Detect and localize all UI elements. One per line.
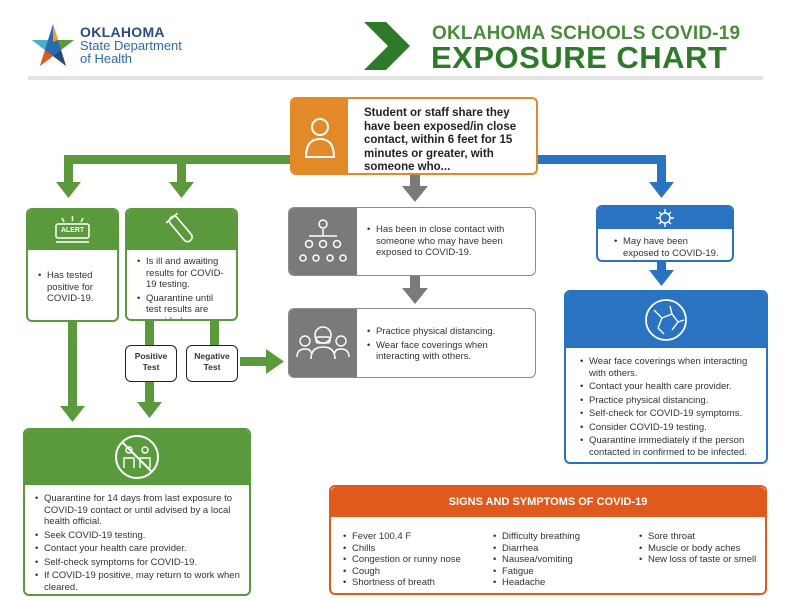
symptom-item: Chills [343, 543, 478, 555]
negative-test-label: Negative Test [186, 345, 238, 382]
quarantine-item-1: Seek COVID-19 testing. [35, 530, 243, 542]
top-exposure-box: Student or staff share they have been ex… [290, 97, 538, 175]
positive-test-box: ALERT Has tested positive for COVID-19. [26, 208, 119, 322]
distance-list: Practice physical distancing. Wear face … [367, 326, 529, 365]
quarantine-list: Quarantine for 14 days from last exposur… [25, 485, 249, 593]
alert-icon [55, 216, 90, 243]
precaution-item-3: Self-check for COVID-19 symptoms. [580, 408, 758, 420]
no-gathering-icon [115, 435, 159, 479]
symptom-item: Cough [343, 566, 478, 578]
symptoms-col2: Difficulty breathing Diarrhea Nausea/vom… [493, 531, 623, 589]
exposed-text: May have been exposed to COVID-19. [614, 236, 724, 259]
cell-network-icon [645, 299, 687, 341]
logo-line3: of Health [80, 51, 133, 66]
alert-head: ALERT [28, 210, 117, 250]
ill-item-0: Is ill and awaiting results for COVID-19… [137, 256, 231, 291]
symptom-item: Sore throat [639, 531, 761, 543]
precautions-head [566, 292, 766, 348]
symptoms-col3: Sore throat Muscle or body aches New los… [639, 531, 761, 566]
quarantine-item-2: Contact your health care provider. [35, 543, 243, 555]
symptom-item: Nausea/vomiting [493, 554, 623, 566]
symptoms-box: SIGNS AND SYMPTOMS OF COVID-19 Fever 100… [329, 485, 767, 595]
ill-list: Is ill and awaiting results for COVID-19… [127, 250, 236, 320]
top-box-text: Student or staff share they have been ex… [364, 107, 517, 173]
distancing-box: Practice physical distancing. Wear face … [288, 308, 536, 378]
precaution-item-4: Consider COVID-19 testing. [580, 422, 758, 434]
title-line1: OKLAHOMA SCHOOLS COVID-19 [432, 23, 741, 44]
precaution-item-5: Quarantine immediately if the person con… [580, 435, 758, 458]
header-rule [28, 76, 763, 80]
person-icon [304, 118, 336, 158]
logo [28, 22, 78, 70]
contact-icon-panel [289, 208, 357, 275]
logo-line2: State Department [80, 38, 182, 53]
distance-item-0: Practice physical distancing. [367, 326, 529, 338]
ill-awaiting-box: Is ill and awaiting results for COVID-19… [125, 208, 238, 321]
symptom-item: Shortness of breath [343, 577, 478, 589]
logo-text: OKLAHOMA State Department of Health [80, 24, 182, 66]
positive-test-label: Positive Test [125, 345, 177, 382]
symptom-item: New loss of taste or smell [639, 554, 761, 566]
distance-item-1: Wear face coverings when interacting wit… [367, 340, 529, 363]
virus-icon [656, 209, 674, 227]
distance-icon-panel [289, 309, 357, 377]
logo-line1: OKLAHOMA [80, 24, 165, 40]
exposed-list: May have been exposed to COVID-19. [598, 229, 732, 259]
symptoms-col1: Fever 100.4 F Chills Congestion or runny… [343, 531, 478, 589]
group-network-icon [299, 219, 347, 262]
precaution-item-2: Practice physical distancing. [580, 395, 758, 407]
precaution-item-1: Contact your health care provider. [580, 381, 758, 393]
symptom-item: Fatigue [493, 566, 623, 578]
test-tube-icon [165, 212, 193, 243]
chevron-icon [364, 22, 410, 75]
quarantine-item-4: If COVID-19 positive, may return to work… [35, 570, 243, 593]
symptom-item: Diarrhea [493, 543, 623, 555]
symptoms-title: SIGNS AND SYMPTOMS OF COVID-19 [331, 487, 765, 517]
positive-test-text: Has tested positive for COVID-19. [38, 270, 111, 305]
contact-text: Has been in close contact with someone w… [367, 224, 527, 259]
top-box-icon-panel [292, 99, 348, 173]
may-be-exposed-box: May have been exposed to COVID-19. [596, 205, 734, 262]
symptom-item: Muscle or body aches [639, 543, 761, 555]
ok-star-logo-icon [32, 24, 74, 66]
exposed-head [598, 207, 732, 229]
symptom-item: Headache [493, 577, 623, 589]
ill-item-1: Quarantine until test results are provid… [137, 293, 231, 320]
masked-people-icon [296, 326, 350, 360]
precaution-item-0: Wear face coverings when interacting wit… [580, 356, 758, 379]
quarantine-box: Quarantine for 14 days from last exposur… [23, 428, 251, 596]
quarantine-item-3: Self-check symptoms for COVID-19. [35, 557, 243, 569]
symptom-item: Fever 100.4 F [343, 531, 478, 543]
symptom-item: Congestion or runny nose [343, 554, 478, 566]
close-contact-box: Has been in close contact with someone w… [288, 207, 536, 276]
title-line2: EXPOSURE CHART [431, 40, 728, 75]
quarantine-item-0: Quarantine for 14 days from last exposur… [35, 493, 243, 528]
precautions-list: Wear face coverings when interacting wit… [566, 348, 766, 458]
quarantine-head [25, 430, 249, 485]
ill-head [127, 210, 236, 250]
alert-label: ALERT [60, 227, 85, 234]
precautions-box: Wear face coverings when interacting wit… [564, 290, 768, 464]
positive-test-list: Has tested positive for COVID-19. [28, 250, 117, 305]
symptom-item: Difficulty breathing [493, 531, 623, 543]
contact-list: Has been in close contact with someone w… [367, 224, 527, 261]
